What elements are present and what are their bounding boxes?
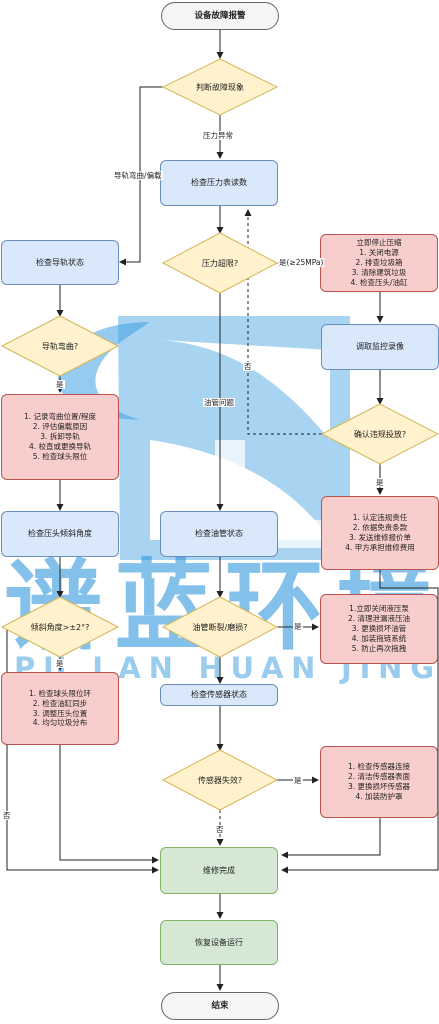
sensor-repair-item: 1. 检查传感器连接 — [347, 762, 411, 772]
decision-rail-bent — [0, 315, 120, 377]
rail-repair-item: 1. 记录弯曲位置/程度 — [23, 412, 97, 422]
decision-confirm-violation — [320, 403, 439, 465]
sensor-repair-item: 2. 清洁传感器表面 — [347, 772, 411, 782]
tilt-angle-label: 倾斜角度>±2°? — [30, 622, 90, 632]
stop-compress-item: 4. 检查压头/油缸 — [350, 277, 408, 287]
stop-compress-item: 3. 清除建筑垃圾 — [351, 267, 407, 277]
pipe-repair-item: 5. 防止再次拖拽 — [351, 643, 407, 653]
decision-judge-symptom — [161, 58, 279, 116]
edge-sensor-repair-to-done — [281, 818, 381, 859]
decision-tilt-angle — [0, 596, 120, 658]
start-node: 设备故障报警 — [161, 2, 279, 30]
edge-confirm-no-to-gauge — [244, 209, 322, 435]
edge-label-pressure-yes: 是(≥25MPa) — [278, 258, 325, 267]
edge-label-pipe-issue: 油管问题 — [203, 398, 235, 407]
liability-item: 2. 依据免责条款 — [352, 523, 408, 533]
angle-repair-item: 1. 检查球头限位环 — [28, 688, 92, 698]
pipe-repair-item: 4. 加装拖链系统 — [351, 633, 407, 643]
check-monitor-box: 调取监控录像 — [321, 324, 439, 370]
liability-item: 4. 甲方承担维修费用 — [345, 542, 415, 552]
angle-repair-box: 1. 检查球头限位环 2. 检查油缸同步 3. 调整压头位置 4. 均匀垃圾分布 — [1, 672, 119, 745]
pipe-repair-item: 3. 更换损坏油管 — [351, 624, 407, 634]
edge-label-angle-yes: 是 — [55, 659, 65, 668]
decision-pressure-over — [161, 232, 279, 294]
rail-repair-box: 1. 记录弯曲位置/程度 2. 评估偏载原因 3. 拆卸导轨 4. 校直或更换导… — [1, 394, 119, 480]
edge-angle-repair-to-done — [59, 745, 159, 864]
edge-label-sensor-yes: 是 — [293, 776, 303, 785]
rail-repair-item: 3. 拆卸导轨 — [40, 432, 80, 442]
liability-box: 1. 认定违规责任 2. 依据免责条款 3. 发送维修报价单 4. 甲方承担维修… — [321, 496, 439, 570]
check-sensor-box: 检查传感器状态 — [160, 684, 278, 706]
stop-compress-box: 立即停止压缩 1. 关闭电源 2. 排查垃圾箱 3. 清除建筑垃圾 4. 检查压… — [320, 234, 438, 292]
check-pressure-gauge-box: 检查压力表读数 — [160, 160, 278, 206]
sensor-repair-item: 4. 加装防护罩 — [355, 791, 403, 801]
pipe-repair-item: 2. 清理泄漏液压油 — [347, 614, 411, 624]
stop-compress-title: 立即停止压缩 — [356, 238, 402, 248]
pressure-over-label: 压力超限? — [201, 258, 239, 268]
decision-sensor-fail — [161, 749, 279, 811]
edge-label-angle-no: 否 — [2, 811, 12, 820]
edge-tilt-no-to-done — [6, 627, 159, 874]
rail-repair-item: 2. 评估偏载原因 — [32, 422, 88, 432]
check-head-angle-box: 检查压头倾斜角度 — [1, 511, 119, 557]
pipe-broken-label: 油管断裂/磨损? — [192, 622, 248, 632]
edge-label-pipe-yes: 是 — [293, 622, 303, 631]
liability-item: 3. 发送维修报价单 — [348, 533, 412, 542]
rail-bent-label: 导轨弯曲? — [41, 341, 79, 351]
sensor-fail-label: 传感器失效? — [197, 775, 243, 785]
repair-done-box: 维修完成 — [160, 847, 278, 894]
edge-label-sensor-no: 否 — [215, 825, 225, 834]
confirm-violation-label: 确认违规投放? — [353, 429, 407, 439]
sensor-repair-item: 3. 更换损坏传感器 — [347, 782, 411, 791]
rail-repair-item: 5. 检查球头限位 — [32, 451, 88, 461]
decision-pipe-broken — [161, 596, 279, 658]
angle-repair-item: 3. 调整压头位置 — [32, 708, 88, 718]
check-rail-box: 检查导轨状态 — [1, 240, 119, 285]
liability-item: 1. 认定违规责任 — [352, 513, 408, 523]
pipe-repair-item: 1.立即关闭液压泵 — [349, 604, 409, 614]
stop-compress-item: 2. 排查垃圾箱 — [355, 258, 403, 268]
rail-repair-item: 4. 校直或更换导轨 — [28, 441, 92, 451]
judge-symptom-label: 判断故障现象 — [196, 82, 244, 92]
edge-label-pressure-abnormal: 压力异常 — [202, 131, 234, 140]
end-node: 结束 — [161, 992, 279, 1020]
pipe-repair-box: 1.立即关闭液压泵 2. 清理泄漏液压油 3. 更换损坏油管 4. 加装拖链系统… — [320, 594, 438, 664]
stop-compress-item: 1. 关闭电源 — [359, 248, 399, 258]
edge-label-rail-issue: 导轨弯曲/偏载 — [113, 171, 163, 180]
resume-box: 恢复设备运行 — [160, 920, 278, 965]
edge-label-violation-no: 否 — [243, 362, 253, 371]
edge-label-violation-yes: 是 — [375, 478, 385, 487]
edge-label-rail-yes: 是 — [55, 380, 65, 389]
sensor-repair-box: 1. 检查传感器连接 2. 清洁传感器表面 3. 更换损坏传感器 4. 加装防护… — [320, 746, 438, 818]
angle-repair-item: 2. 检查油缸同步 — [32, 698, 88, 708]
angle-repair-item: 4. 均匀垃圾分布 — [32, 718, 88, 728]
check-pipe-box: 检查油管状态 — [160, 511, 278, 557]
